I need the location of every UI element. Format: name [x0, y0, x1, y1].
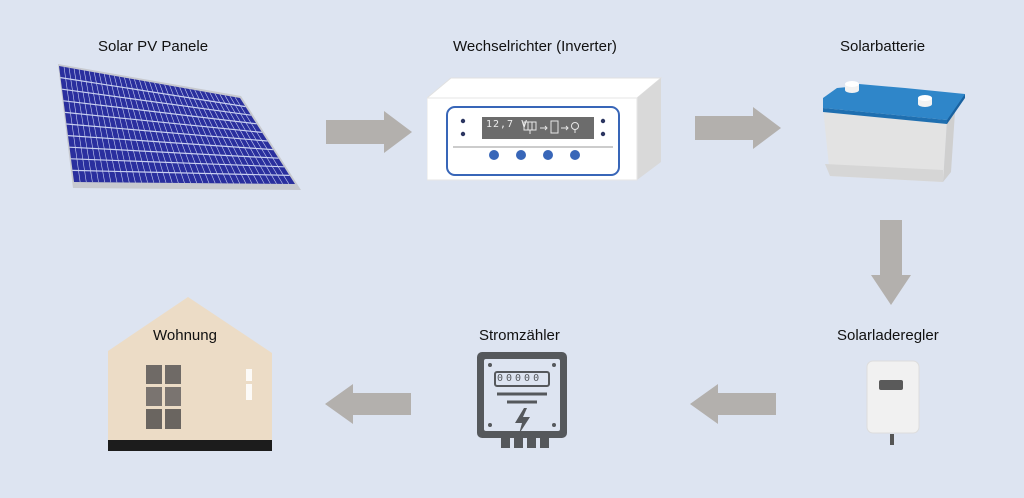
- panel-grid-line: [194, 89, 241, 184]
- inverter-display-value: 12,7 V: [486, 119, 529, 130]
- panel-grid-line: [68, 67, 87, 183]
- electricity-meter-icon: [477, 352, 567, 452]
- panel-grid-line: [114, 75, 142, 183]
- panel-grid-line: [78, 69, 99, 183]
- panel-grid-line: [169, 85, 210, 184]
- house-icon: [106, 295, 274, 451]
- house-label: Wohnung: [153, 327, 217, 344]
- panel-grid-line: [88, 71, 112, 183]
- inverter-label: Wechselrichter (Inverter): [453, 38, 617, 55]
- panel-grid-line: [144, 81, 179, 184]
- flow-arrow-down: [871, 220, 911, 305]
- panel-grid-line: [139, 80, 173, 183]
- panel-grid-line: [164, 84, 204, 184]
- meter-label: Stromzähler: [479, 327, 560, 344]
- panel-grid-line: [174, 86, 216, 184]
- charge-controller-icon: [866, 360, 920, 446]
- panel-grid-line: [154, 82, 191, 184]
- panel-grid-line: [159, 83, 198, 184]
- panel-grid-line: [204, 91, 253, 184]
- panel-grid-line: [83, 70, 105, 183]
- flow-arrow-left-2: [325, 384, 411, 424]
- panel-grid-line: [119, 76, 148, 183]
- panel-grid-line: [229, 96, 283, 184]
- panel-grid-line: [234, 96, 290, 184]
- solar-panel-icon: [55, 62, 305, 198]
- panel-grid-line: [199, 90, 247, 184]
- panel-grid-line: [134, 79, 167, 183]
- charge-controller-label: Solarladeregler: [837, 327, 939, 344]
- panel-grid-line: [98, 73, 124, 183]
- panel-grid-line: [179, 87, 222, 184]
- panel-grid-line: [189, 88, 234, 184]
- panel-grid-line: [108, 74, 136, 183]
- panel-grid-line: [209, 92, 259, 184]
- battery-label: Solarbatterie: [840, 38, 926, 55]
- flow-arrow-right-1: [326, 111, 412, 153]
- panel-grid-line: [184, 88, 228, 184]
- meter-reading: 00000: [497, 373, 543, 384]
- panel-grid-line: [224, 95, 277, 184]
- flow-arrow-right-2: [695, 107, 781, 149]
- panel-grid-line: [124, 77, 155, 183]
- panel-grid-line: [73, 68, 93, 183]
- panel-grid-line: [103, 73, 130, 183]
- panel-grid-line: [214, 93, 265, 184]
- solar-panel-label: Solar PV Panele: [98, 38, 209, 55]
- panel-grid-line: [149, 81, 185, 184]
- panel-grid-line: [63, 66, 81, 183]
- panel-grid-line: [219, 94, 271, 184]
- flow-arrow-left-1: [690, 384, 776, 424]
- battery-icon: [815, 68, 965, 192]
- inverter-icon: [427, 70, 663, 182]
- panel-grid-line: [93, 72, 118, 183]
- panel-grid-line: [129, 78, 161, 183]
